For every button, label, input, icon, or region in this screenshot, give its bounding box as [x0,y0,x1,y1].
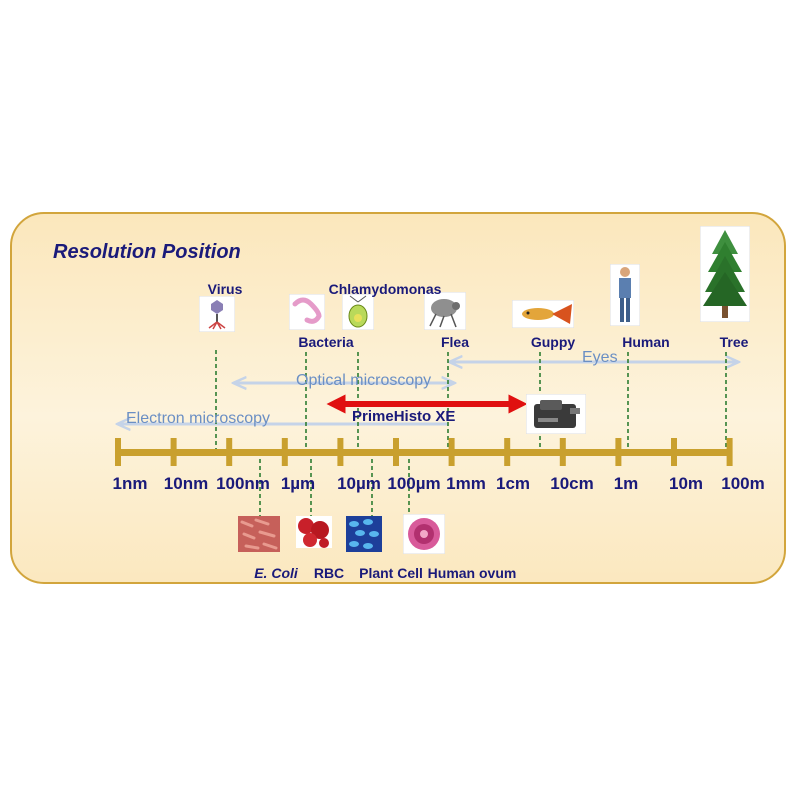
axis-tick [115,438,121,466]
axis-tick [726,438,733,466]
tick-label: 10nm [163,474,209,493]
tick-label: 10m [668,474,704,493]
primehisto-device-icon [526,394,586,434]
tick-label: 1µm [280,474,316,493]
flea-icon [424,292,466,330]
human-label: Human [622,334,670,350]
bacteria-label: Bacteria [298,334,354,350]
tick-label: 100µm [387,474,441,493]
axis-tick [393,438,399,466]
axis-tick [671,438,677,466]
chlamydomonas-icon [342,294,374,330]
axis-tick [226,438,233,466]
human-icon [610,264,640,326]
rbc-label: RBC [313,565,345,581]
guppy-icon [512,300,574,328]
tick-label: 10cm [550,474,594,493]
plant-cell-icon [346,516,382,552]
optical-microscopy-label: Optical microscopy [296,372,432,389]
bacteria-icon [289,294,325,330]
human-ovum-label: Human ovum [427,565,517,581]
tick-label: 100nm [216,474,270,493]
axis-tick [559,438,566,466]
axis-tick [448,438,455,466]
axis-tick [170,438,177,466]
ecoli-label: E. Coli [254,565,298,581]
human-ovum-icon [403,514,445,554]
electron-microscopy-label: Electron microscopy [126,410,271,427]
virus-icon [199,296,235,332]
rbc-icon [296,516,332,548]
axis-tick [281,438,288,466]
primehisto-label: PrimeHisto XE [352,408,456,425]
guppy-label: Guppy [530,334,576,350]
tick-label: 1cm [495,474,531,493]
tick-label: 100m [721,474,765,493]
plant-cell-label: Plant Cell [359,565,423,581]
ecoli-icon [238,516,280,552]
chlamydomonas-label: Chlamydomonas [328,281,442,297]
tree-label: Tree [719,334,749,350]
tree-icon [700,226,750,322]
tick-label: 1mm [446,474,486,493]
axis-tick [337,438,344,466]
scale-axis [118,449,730,456]
axis-ticks [115,438,733,466]
flea-label: Flea [440,334,470,350]
virus-label: Virus [207,281,243,297]
tick-label: 1m [613,474,639,493]
eyes-label: Eyes [582,349,618,366]
axis-tick [615,438,622,466]
axis-tick [504,438,511,466]
tick-label: 10µm [337,474,381,493]
tick-label: 1nm [112,474,148,493]
diagram-title: Resolution Position [53,241,241,263]
